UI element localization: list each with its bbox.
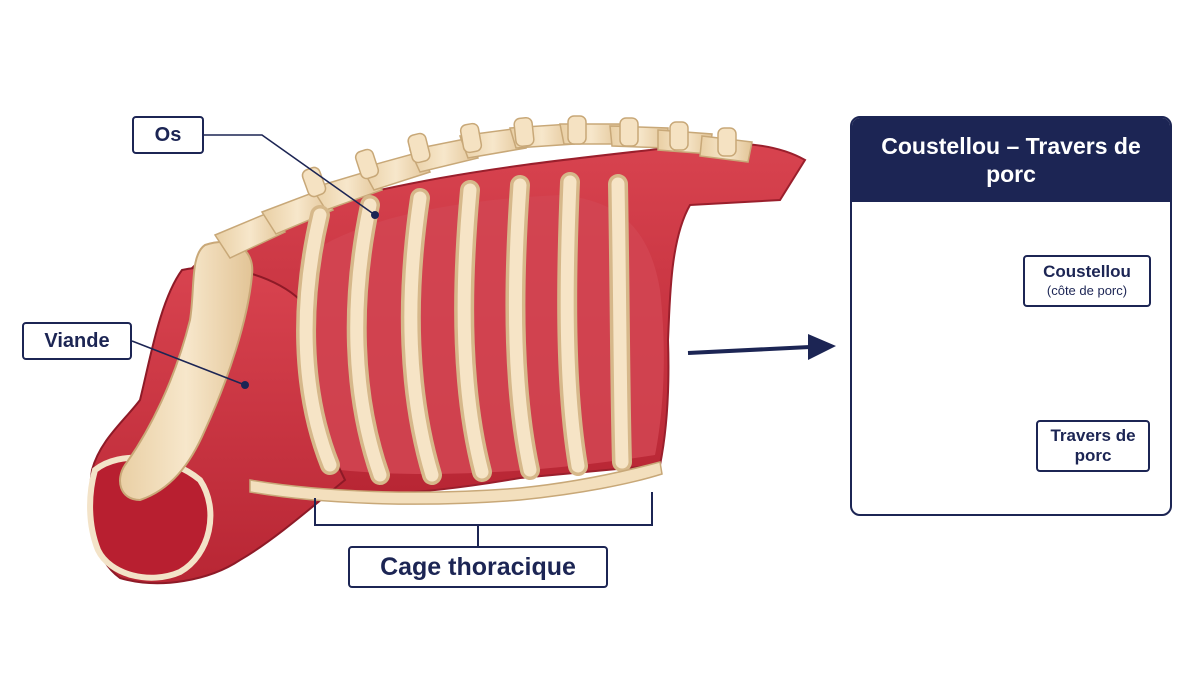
bone-label: Os [132,116,204,154]
panel-title: Coustellou – Travers de porc [852,118,1170,202]
coustellou-title: Coustellou [1043,262,1131,281]
travers-label: Travers de porc [1036,420,1150,472]
ribs [296,172,632,485]
coustellou-subtitle: (côte de porc) [1046,283,1128,298]
meat-label: Viande [22,322,132,360]
spinal-processes [301,115,737,198]
rib-cage-label: Cage thoracique [348,546,608,588]
sternum [249,461,663,505]
rib-cage-bracket [314,492,653,546]
coustellou-label: Coustellou (côte de porc) [1023,255,1151,307]
arrow-icon [687,334,836,360]
shoulder-bone [119,240,254,502]
